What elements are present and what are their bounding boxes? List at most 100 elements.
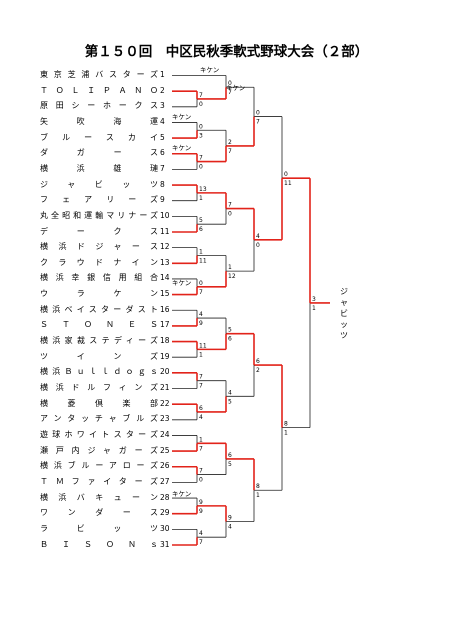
score-top: 1: [228, 264, 232, 271]
forfeit-label: キケン: [172, 279, 191, 287]
score-top: 4: [256, 233, 260, 240]
team-seed-number: 10: [160, 210, 170, 220]
team-name: クラウドナイン: [40, 257, 158, 267]
team-seed-number: 23: [160, 414, 170, 424]
score-top: 0: [228, 80, 232, 87]
team-seed-number: 8: [160, 179, 165, 189]
score-top: 2: [228, 139, 232, 146]
score-bottom: 12: [228, 273, 236, 280]
team-name: ＳＴＯＮＥＳ: [40, 320, 158, 330]
team-name: 矢吹海運: [40, 116, 158, 126]
forfeit-label: キケン: [200, 66, 219, 74]
team-name: ブルースカイ: [40, 132, 158, 142]
score-top: 4: [199, 311, 203, 318]
score-bottom: 7: [199, 445, 203, 452]
team-seed-number: 11: [160, 226, 170, 236]
team-name: 横浜幸銀信用組合: [40, 273, 158, 283]
team-name: 横浜ドジャース: [40, 242, 158, 252]
team-name: ジャビッツ: [40, 179, 158, 189]
team-seed-number: 3: [160, 101, 165, 111]
score-bottom: 6: [199, 226, 203, 233]
team-name: フェアリーズ: [40, 195, 158, 205]
team-name: ＴＭファイターズ: [40, 476, 158, 486]
score-bottom: 1: [312, 305, 316, 312]
team-name: 遊球ホワイトスターズ: [40, 429, 158, 439]
score-bottom: 6: [228, 336, 232, 343]
score-top: 8: [284, 421, 288, 428]
score-top: 6: [256, 358, 260, 365]
team-name: 横浜Ｂｕｌｌｄｏｇｓ: [40, 367, 158, 377]
score-bottom: 5: [228, 398, 232, 405]
score-bottom: 2: [256, 367, 260, 374]
team-seed-number: 25: [160, 445, 170, 455]
team-seed-number: 14: [160, 273, 170, 283]
forfeit-label: キケン: [172, 144, 191, 152]
team-name: 瀬戸内ジャガーズ: [40, 445, 158, 455]
score-top: 1: [199, 248, 203, 255]
team-seed-number: 22: [160, 398, 170, 408]
score-bottom: 0: [228, 211, 232, 218]
team-name: ワンダース: [40, 508, 158, 518]
score-bottom: 3: [199, 132, 203, 139]
score-top: 4: [228, 389, 232, 396]
score-top: 0: [256, 110, 260, 117]
score-top: 7: [199, 374, 203, 381]
team-seed-number: 28: [160, 492, 170, 502]
score-top: 5: [199, 217, 203, 224]
team-name: アンタッチャブルズ: [40, 414, 158, 424]
team-seed-number: 18: [160, 336, 170, 346]
team-seed-number: 21: [160, 383, 170, 392]
score-top: 8: [256, 483, 260, 490]
team-name: 横浜雄璉: [40, 163, 158, 173]
champion-name: ジャビッツ: [340, 287, 348, 340]
score-bottom: 7: [199, 539, 203, 546]
score-bottom: 11: [284, 180, 292, 187]
team-seed-number: 2: [160, 85, 165, 95]
score-bottom: 1: [199, 351, 203, 358]
score-bottom: 7: [228, 89, 232, 96]
score-top: 0: [199, 123, 203, 130]
team-name: ウラケン: [40, 289, 158, 299]
score-top: 7: [199, 155, 203, 162]
team-seed-number: 29: [160, 508, 170, 518]
team-seed-number: 4: [160, 116, 165, 126]
score-top: 0: [199, 280, 203, 287]
score-bottom: 4: [199, 414, 203, 421]
forfeit-label: キケン: [226, 84, 245, 92]
score-top: 9: [228, 515, 232, 522]
team-name: 横浜ベイスターダスト: [40, 304, 158, 314]
score-top: 0: [284, 171, 288, 178]
team-seed-number: 1: [160, 70, 165, 79]
score-bottom: 7: [199, 289, 203, 296]
team-seed-number: 15: [160, 289, 170, 299]
team-seed-number: 16: [160, 304, 170, 314]
score-top: 5: [228, 327, 232, 334]
score-top: 3: [312, 296, 316, 303]
team-name: 東京芝浦バスターズ: [40, 70, 158, 79]
score-top: 6: [228, 452, 232, 459]
team-seed-number: 7: [160, 163, 165, 173]
team-seed-number: 9: [160, 195, 165, 205]
forfeit-label: キケン: [172, 113, 191, 121]
team-seed-number: 19: [160, 351, 170, 361]
team-name: デークス: [40, 226, 158, 236]
score-top: 6: [199, 405, 203, 412]
team-name: ＢＩＳＯＮｓ: [40, 539, 158, 549]
score-bottom: 7: [228, 148, 232, 155]
team-seed-number: 5: [160, 132, 165, 142]
team-name: 横浜家裁ステディーズ: [40, 336, 158, 346]
score-bottom: 0: [256, 242, 260, 249]
score-top: 11: [199, 342, 207, 349]
team-seed-number: 26: [160, 461, 170, 471]
score-top: 7: [228, 202, 232, 209]
team-name: 横浜バキューン: [40, 492, 158, 502]
score-bottom: 5: [228, 461, 232, 468]
page-title: 第１５０回 中区民秋季軟式野球大会（２部）: [84, 44, 369, 60]
team-seed-number: 27: [160, 476, 170, 486]
score-bottom: 11: [199, 257, 207, 264]
score-top: 9: [199, 499, 203, 506]
forfeit-label: キケン: [172, 490, 191, 498]
score-bottom: 9: [199, 320, 203, 327]
team-name: 横浜ブルーアローズ: [40, 461, 158, 471]
